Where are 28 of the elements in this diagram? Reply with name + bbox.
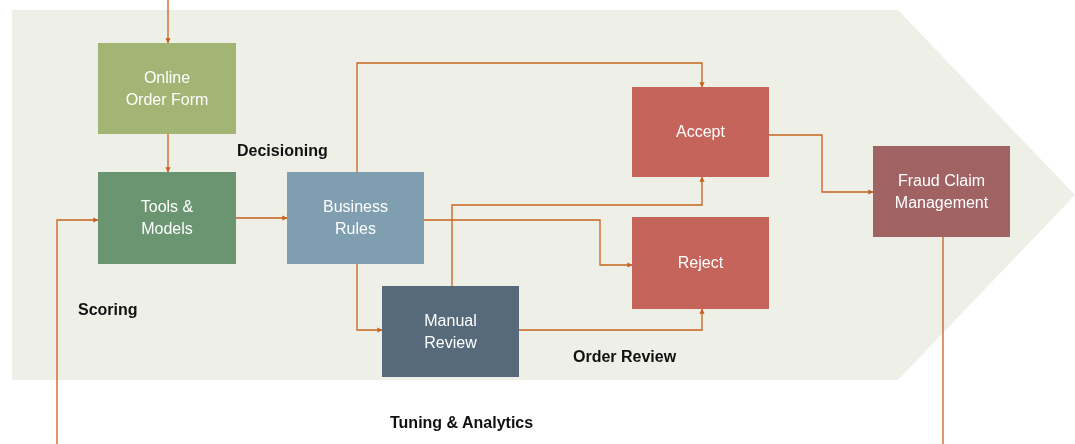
arrow bbox=[165, 0, 171, 44]
arrow bbox=[423, 219, 633, 268]
box-label: Online Order Form bbox=[124, 67, 210, 110]
arrow bbox=[165, 133, 171, 173]
box-label: Tools & Models bbox=[139, 197, 195, 239]
box-label: Fraud Claim Management bbox=[894, 170, 989, 213]
process-box bbox=[98, 43, 236, 134]
box-label: Manual Review bbox=[423, 310, 478, 353]
process-box bbox=[632, 87, 769, 177]
section-label: Order Review bbox=[573, 348, 677, 366]
arrow bbox=[451, 176, 705, 287]
process-box bbox=[873, 146, 1010, 237]
section-label: Tuning & Analytics bbox=[390, 414, 534, 432]
process-box bbox=[382, 286, 519, 377]
section-label: Decisioning bbox=[237, 142, 328, 160]
box-label: Business Rules bbox=[322, 197, 389, 239]
box-label: Reject bbox=[677, 253, 724, 273]
process-box bbox=[287, 172, 424, 264]
process-box bbox=[632, 217, 769, 309]
arrow bbox=[768, 134, 874, 195]
process-box bbox=[98, 172, 236, 264]
section-label: Scoring bbox=[78, 301, 138, 319]
arrow bbox=[356, 263, 383, 333]
arrow bbox=[56, 217, 99, 444]
box-label: Accept bbox=[676, 122, 725, 142]
arrow bbox=[518, 308, 705, 331]
arrow bbox=[235, 215, 288, 221]
arrow bbox=[356, 62, 705, 173]
